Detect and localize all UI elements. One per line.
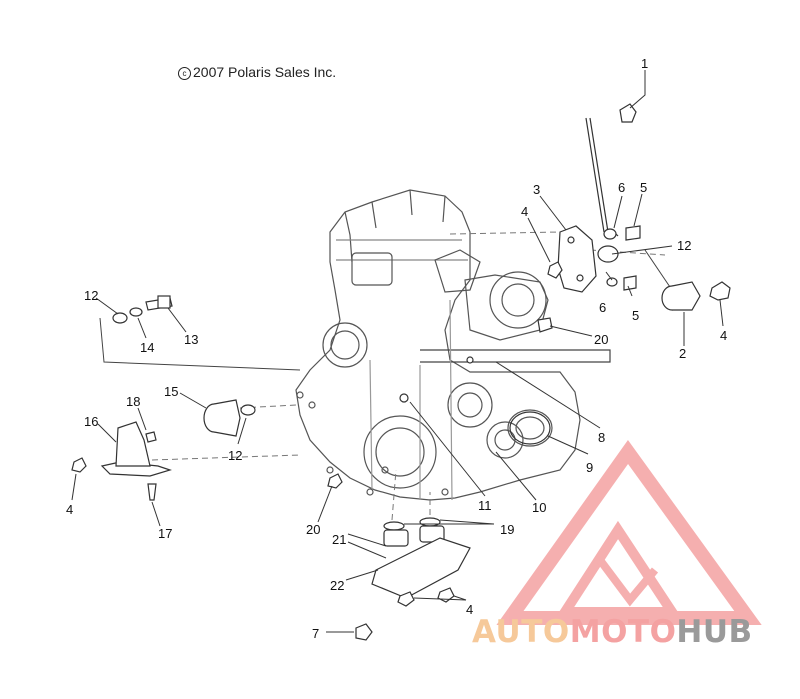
callout-6a: 6 [618,180,625,195]
callout-6b: 6 [599,300,606,315]
leader-lines [71,70,724,633]
watermark-logo [496,439,762,625]
watermark-text: AUTOMOTOHUB [472,614,753,650]
callout-8: 8 [598,430,605,445]
callout-12b: 12 [84,288,98,303]
callout-20a: 20 [594,332,608,347]
clamps-8-9-10 [399,356,551,445]
engine-block [295,189,611,501]
callout-10: 10 [532,500,546,515]
copyright-symbol: c [178,67,191,80]
callout-16: 16 [84,414,98,429]
bracket-16 [71,421,172,501]
callout-12c: 12 [228,448,242,463]
callout-21: 21 [332,532,346,547]
callout-12a: 12 [677,238,691,253]
callout-4a: 4 [521,204,528,219]
copyright-text: 2007 Polaris Sales Inc. [193,64,337,80]
callout-1: 1 [641,56,648,71]
callout-5a: 5 [640,180,647,195]
rod-1 [585,103,637,237]
callout-22: 22 [330,578,344,593]
callout-20b: 20 [306,522,320,537]
callout-9: 9 [586,460,593,475]
watermark-moto: MOTO [569,614,677,650]
watermark-hub: HUB [676,614,753,650]
washer-6-b [597,245,637,291]
callout-14: 14 [140,340,154,355]
callout-4b: 4 [720,328,727,343]
reference-lines [99,231,673,521]
callout-2: 2 [679,346,686,361]
callout-11: 11 [478,498,492,513]
washer-6-a [603,225,641,241]
bolt-13 [112,295,173,324]
callout-17: 17 [158,526,172,541]
callout-4d: 4 [466,602,473,617]
callout-7: 7 [312,626,319,641]
bracket-3 [547,225,597,293]
callout-5b: 5 [632,308,639,323]
mount-15 [203,399,256,437]
callout-4c: 4 [66,502,73,517]
callout-13: 13 [184,332,198,347]
callout-19: 19 [500,522,514,537]
mount-2 [661,281,731,311]
callout-18: 18 [126,394,140,409]
watermark-auto: AUTO [472,614,570,650]
callout-3: 3 [533,182,540,197]
callout-labels: 1 3 4 6 5 12 6 5 20 2 4 12 14 13 15 18 1… [66,56,727,641]
callout-15: 15 [164,384,178,399]
lower-mounts [327,317,553,641]
